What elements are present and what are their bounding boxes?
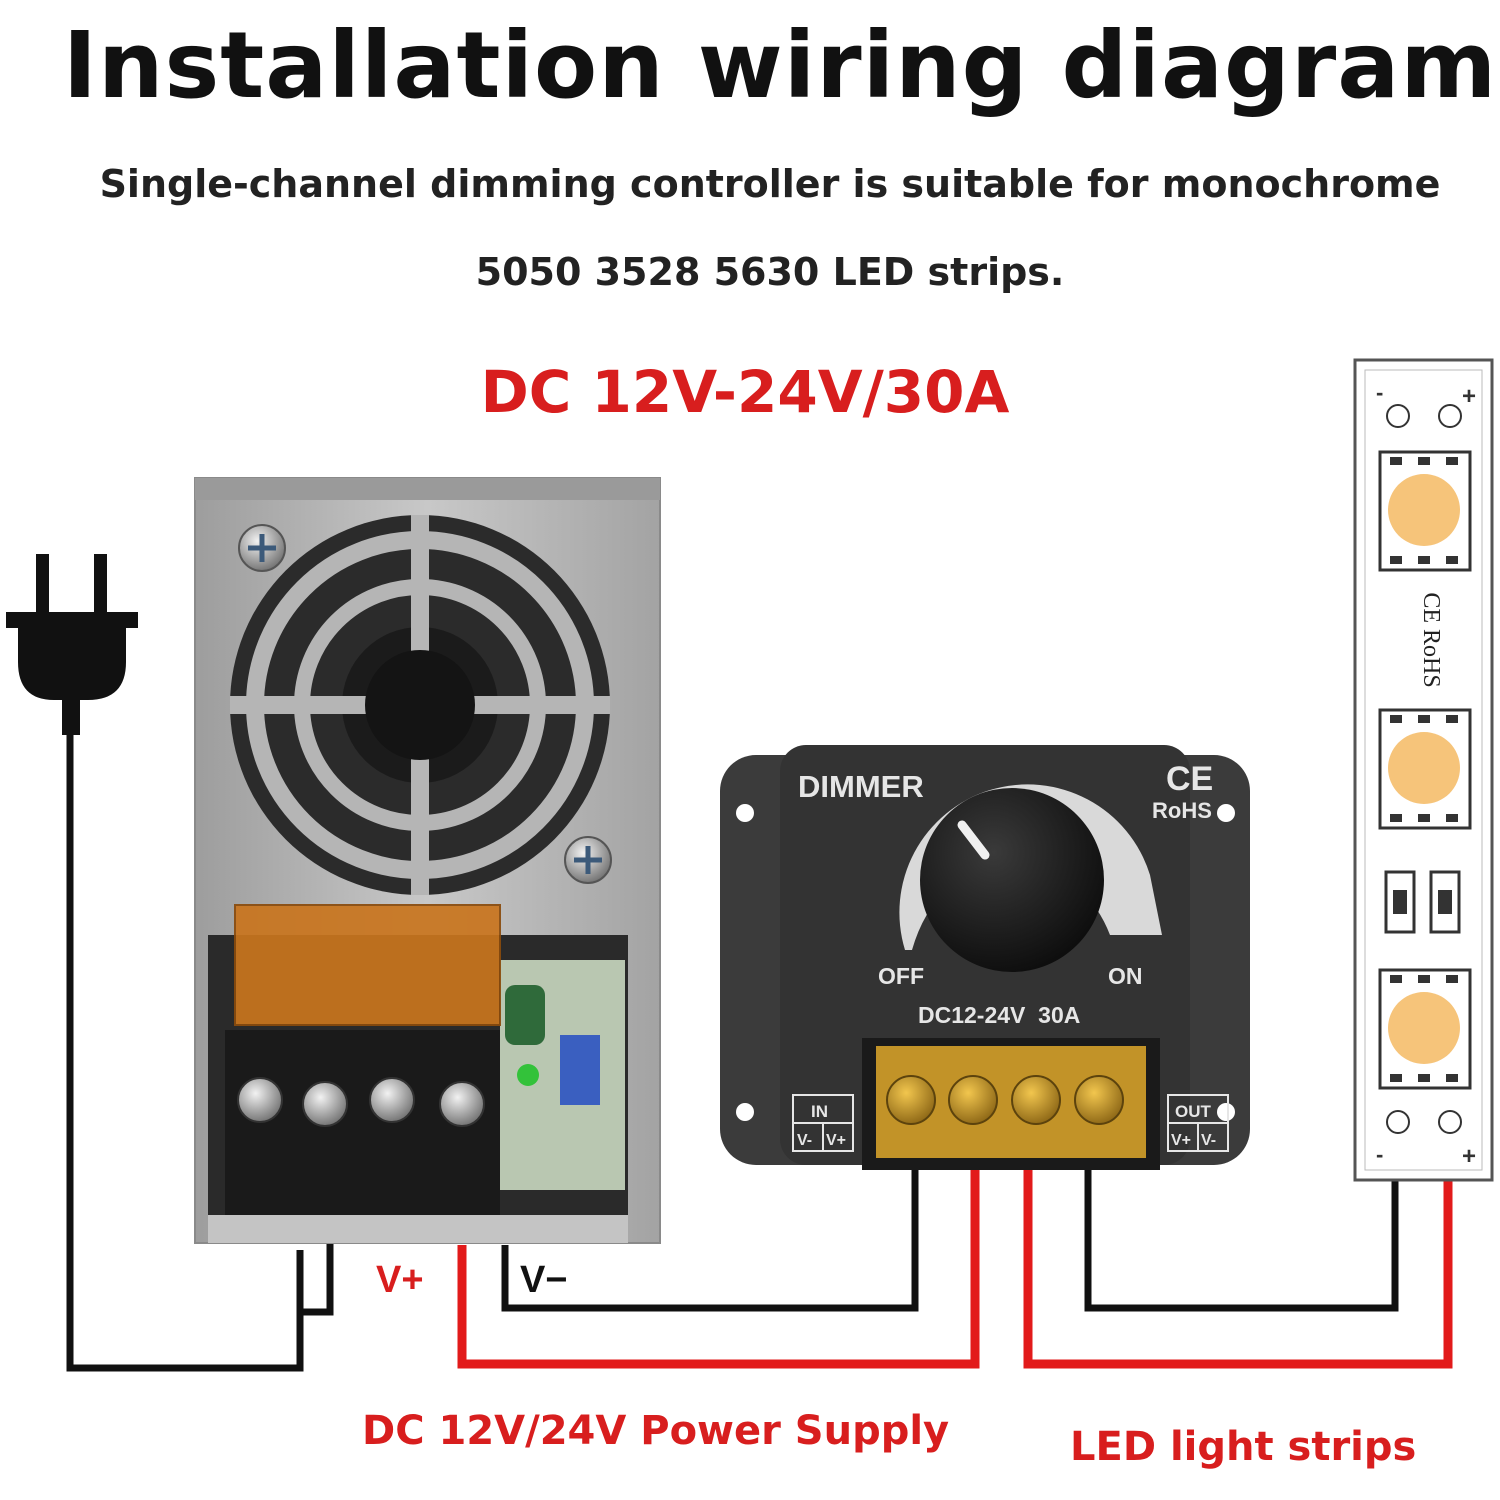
ce-mark-icon: CE [1166, 760, 1213, 798]
power-supply: V+ V− [194, 477, 661, 1301]
strip-bottom-minus: - [1376, 1142, 1383, 1167]
psu-terminal-screws [237, 1077, 485, 1127]
power-plug-icon [6, 554, 138, 735]
screw-icon [564, 836, 612, 884]
dimmer-in-pin-2: V+ [826, 1132, 846, 1149]
fan-grille [230, 515, 610, 895]
psu-label-positive: V+ [376, 1259, 424, 1301]
wire-psu-negative [501, 1160, 919, 1312]
wire-psu-positive [457, 1160, 980, 1369]
dimmer-knob-icon[interactable] [920, 788, 1104, 972]
strip-top-plus: + [1462, 383, 1476, 410]
subtitle-line-2: 5050 3528 5630 LED strips. [475, 250, 1065, 294]
dimmer-in-pin-1: V- [797, 1132, 812, 1149]
dimmer-out-pin-2: V- [1201, 1132, 1216, 1149]
led-chip [1378, 708, 1472, 830]
dimmer-in-label: IN [811, 1102, 828, 1121]
wire-led-positive [1023, 1128, 1453, 1369]
dimmer-off-label: OFF [878, 963, 924, 989]
caption-power-supply: DC 12V/24V Power Supply [362, 1408, 950, 1454]
wire-led-negative [1084, 1128, 1399, 1312]
led-chip [1378, 450, 1472, 572]
diagram-title: Installation wiring diagram [62, 12, 1498, 119]
dimmer-in-box [792, 1094, 854, 1152]
subtitle-line-1: Single-channel dimming controller is sui… [99, 162, 1441, 206]
dimmer-out-pin-1: V+ [1171, 1132, 1191, 1149]
screw-icon [238, 524, 286, 572]
strip-bottom-plus: + [1462, 1143, 1476, 1170]
psu-label-negative: V− [520, 1259, 568, 1301]
led-chip [1378, 968, 1472, 1090]
dimmer-out-box [1167, 1094, 1229, 1152]
caption-led-strips: LED light strips [1070, 1424, 1417, 1470]
dimmer-controller: DIMMER CE RoHS OFF ON DC12-24V 30A IN V-… [720, 745, 1250, 1170]
strip-top-minus: - [1376, 380, 1383, 405]
dimmer-rating: DC12-24V 30A [918, 1002, 1080, 1028]
dimmer-out-label: OUT [1175, 1102, 1212, 1121]
spec-rating: DC 12V-24V/30A [480, 358, 1010, 426]
led-strip: - + CE RoHS [1353, 358, 1494, 1182]
strip-resistors [1384, 870, 1461, 934]
dimmer-on-label: ON [1108, 963, 1143, 989]
mains-wire-b [296, 1240, 334, 1316]
dimmer-terminal-screws [886, 1075, 1124, 1125]
wires [66, 705, 1453, 1372]
dimmer-rohs: RoHS [1152, 798, 1212, 823]
strip-print: CE RoHS [1418, 592, 1444, 687]
dimmer-brand: DIMMER [798, 769, 924, 804]
